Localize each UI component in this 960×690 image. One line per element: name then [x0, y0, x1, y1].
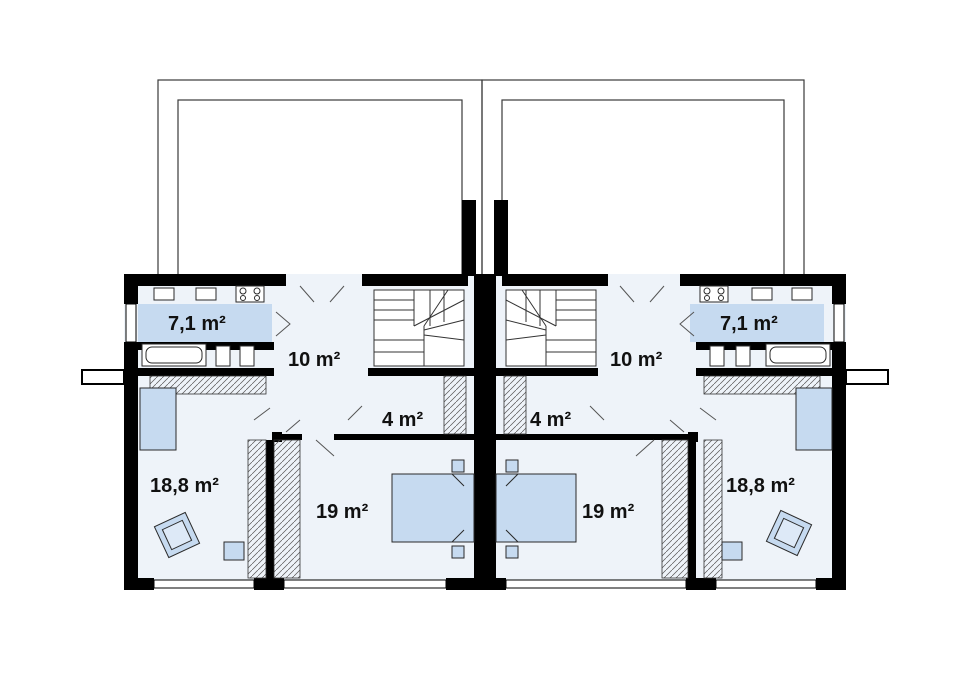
right-hall-area-label: 10 m²	[610, 349, 663, 371]
windows	[125, 303, 845, 589]
left-closet-area-label: 4 m²	[382, 409, 424, 431]
chair-icon	[223, 541, 743, 561]
left-hall-area-label: 10 m²	[288, 349, 341, 371]
right-bedroom-large-area-label: 19 m²	[582, 501, 635, 523]
wardrobe-icon	[149, 375, 821, 579]
right-bathroom-floor	[690, 304, 824, 342]
left-bathroom-floor	[138, 304, 272, 342]
staircase-icon	[373, 289, 465, 367]
left-bedroom-small-area-label: 18,8 m²	[150, 475, 219, 497]
right-bedroom-small-area-label: 18,8 m²	[726, 475, 795, 497]
terraces	[157, 79, 805, 276]
armchair-icon	[153, 509, 813, 559]
right-terrace-inner	[501, 99, 785, 276]
side-beams	[81, 369, 889, 385]
stove-icon	[235, 285, 729, 303]
left-bathroom-area-label: 7,1 m²	[168, 313, 226, 335]
door-swing-icon	[253, 285, 717, 457]
walls	[124, 200, 846, 590]
right-closet-area-label: 4 m²	[530, 409, 572, 431]
bathtub-icon	[141, 343, 831, 367]
staircase-icon	[505, 289, 597, 367]
left-terrace-outer	[157, 79, 483, 276]
left-terrace-inner	[177, 99, 463, 276]
right-bathroom-area-label: 7,1 m²	[720, 313, 778, 335]
sink-icon	[153, 287, 813, 301]
bed-icon	[139, 387, 833, 559]
right-terrace-outer	[481, 79, 805, 276]
left-bedroom-large-area-label: 19 m²	[316, 501, 369, 523]
